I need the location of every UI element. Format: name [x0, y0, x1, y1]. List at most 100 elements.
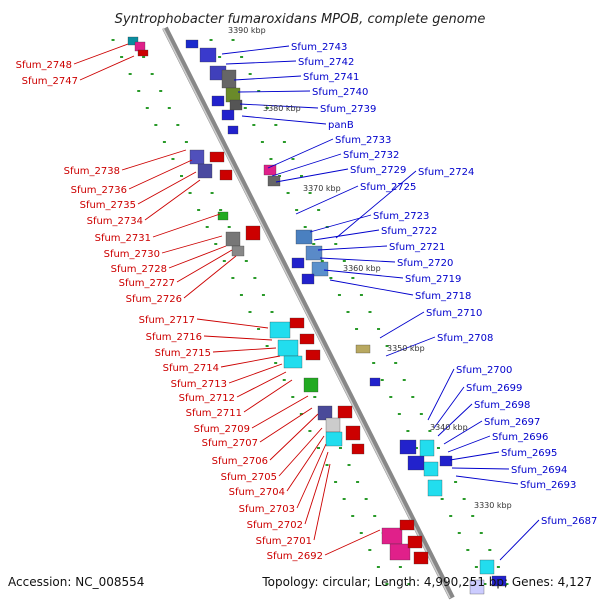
- track-dot: [209, 39, 213, 41]
- track-dot: [291, 158, 295, 160]
- leader-line: [183, 255, 237, 299]
- track-dot: [406, 430, 410, 432]
- track-dot: [248, 311, 252, 313]
- track-dot: [479, 532, 483, 534]
- gene-block: [227, 125, 239, 135]
- track-dot: [505, 583, 509, 585]
- leader-line: [168, 245, 227, 269]
- gene-label: Sfum_2708: [437, 333, 493, 344]
- gene-label: Sfum_2701: [256, 536, 312, 547]
- track-dot: [316, 447, 320, 449]
- track-dot: [295, 209, 299, 211]
- track-dot: [291, 396, 295, 398]
- gene-label: Sfum_2694: [511, 465, 567, 476]
- track-dot: [385, 583, 389, 585]
- gene-label: Sfum_2734: [87, 216, 143, 227]
- gene-label: Sfum_2696: [492, 432, 548, 443]
- gene-label: Sfum_2706: [212, 456, 268, 467]
- track-dot: [120, 56, 124, 58]
- leader-line: [304, 451, 329, 525]
- leader-line: [267, 138, 334, 169]
- track-dot: [142, 56, 146, 58]
- track-dot: [355, 328, 359, 330]
- track-dot: [308, 430, 312, 432]
- leader-line: [449, 451, 500, 461]
- label-leaders: [73, 43, 540, 561]
- track-dot: [154, 124, 158, 126]
- gene-label: Sfum_2721: [389, 242, 445, 253]
- gene-label: panB: [328, 120, 354, 131]
- gene-block: [311, 261, 329, 277]
- leader-line: [176, 249, 233, 283]
- track-dot: [282, 379, 286, 381]
- gene-block: [229, 99, 243, 111]
- track-dot: [282, 141, 286, 143]
- track-dot: [325, 464, 329, 466]
- leader-line: [385, 336, 436, 357]
- track-dot: [257, 328, 261, 330]
- leader-line: [427, 368, 455, 421]
- gene-block: [337, 405, 353, 419]
- leader-line: [335, 170, 417, 239]
- leader-line: [228, 363, 283, 384]
- track-dot: [128, 73, 132, 75]
- gene-label: Sfum_2724: [418, 167, 474, 178]
- track-dot: [398, 566, 402, 568]
- track-dot: [368, 311, 372, 313]
- track-dot: [474, 566, 478, 568]
- track-dot: [167, 107, 171, 109]
- gene-block: [325, 431, 343, 447]
- leader-line: [203, 335, 273, 341]
- track-dot: [338, 447, 342, 449]
- leader-line: [212, 347, 277, 353]
- track-dot: [300, 175, 304, 177]
- track-dot: [253, 277, 257, 279]
- backbone-highlight: [162, 27, 451, 599]
- leader-line: [144, 179, 201, 221]
- leader-line: [137, 171, 197, 205]
- gene-block: [221, 69, 237, 89]
- track-dot: [261, 294, 265, 296]
- track-dot: [162, 141, 166, 143]
- track-dot: [402, 379, 406, 381]
- gene-block: [369, 377, 381, 387]
- track-dot: [337, 294, 341, 296]
- gene-block: [137, 49, 149, 57]
- gene-label: Sfum_2748: [16, 60, 72, 71]
- gene-label: Sfum_2747: [22, 76, 78, 87]
- track-dot: [364, 498, 368, 500]
- track-dot: [317, 209, 321, 211]
- gene-label: Sfum_2732: [343, 150, 399, 161]
- track-dot: [389, 396, 393, 398]
- gene-block: [267, 175, 281, 187]
- track-dot: [373, 515, 377, 517]
- leader-line: [317, 245, 388, 251]
- gene-label: Sfum_2687: [541, 516, 597, 527]
- leader-line: [443, 420, 483, 445]
- gene-label: Sfum_2698: [474, 400, 530, 411]
- gene-block: [351, 443, 365, 455]
- gene-block: [209, 151, 225, 163]
- gene-label: Sfum_2719: [405, 274, 461, 285]
- gene-label: Sfum_2731: [95, 233, 151, 244]
- track-dot: [265, 345, 269, 347]
- track-dot: [243, 107, 247, 109]
- leader-line: [313, 463, 331, 541]
- gene-block: [479, 559, 495, 575]
- track-dot: [180, 175, 184, 177]
- leader-line: [243, 379, 293, 413]
- track-dot: [488, 549, 492, 551]
- track-dot: [454, 481, 458, 483]
- gene-label: Sfum_2693: [520, 480, 576, 491]
- track-dot: [334, 243, 338, 245]
- track-dot: [411, 396, 415, 398]
- track-dot: [159, 90, 163, 92]
- gene-label: Sfum_2716: [146, 332, 202, 343]
- track-dot: [385, 345, 389, 347]
- gene-block: [317, 405, 333, 421]
- track-dot: [274, 362, 278, 364]
- gene-label: Sfum_2705: [221, 472, 277, 483]
- gene-label: Sfum_2697: [484, 417, 540, 428]
- track-dot: [188, 192, 192, 194]
